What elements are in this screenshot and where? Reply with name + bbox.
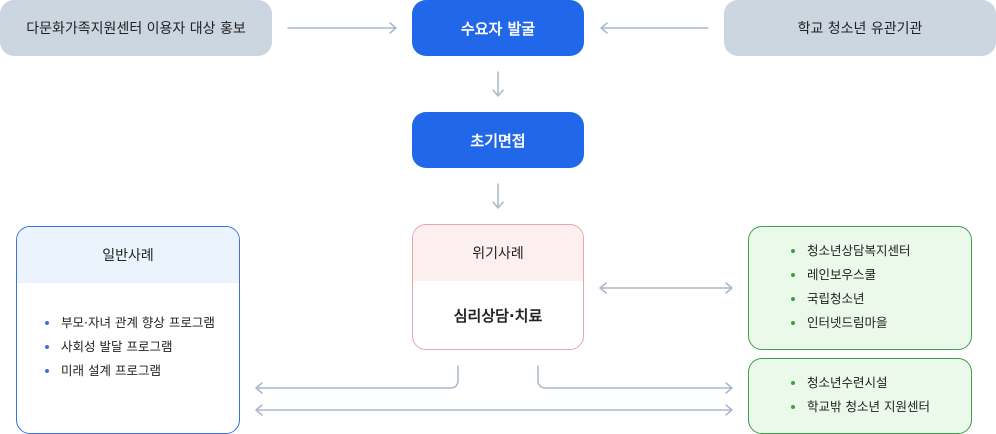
partners-top-card: 청소년상담복지센터 레인보우스쿨 국립청소년 인터넷드림마을: [748, 226, 972, 350]
promo-node: 다문화가족지원센터 이용자 대상 홍보: [0, 0, 272, 56]
general-case-title: 일반사례: [17, 227, 239, 283]
list-item: 인터넷드림마을: [789, 311, 971, 335]
crisis-case-title: 위기사례: [413, 225, 583, 281]
general-case-card: 일반사례 부모·자녀 관계 향상 프로그램 사회성 발달 프로그램 미래 설계 …: [16, 226, 240, 434]
crisis-case-body: 심리상담·치료: [453, 306, 543, 325]
arrow-schools-to-discovery: [600, 22, 709, 34]
arrow-crisis-partners: [599, 282, 733, 294]
list-item: 미래 설계 프로그램: [43, 359, 239, 383]
crisis-case-card: 위기사례 심리상담·치료: [412, 224, 584, 350]
list-item: 부모·자녀 관계 향상 프로그램: [43, 311, 239, 335]
list-item: 레인보우스쿨: [789, 263, 971, 287]
list-item: 사회성 발달 프로그램: [43, 335, 239, 359]
schools-node: 학교 청소년 유관기관: [724, 0, 996, 56]
list-item: 청소년수련시설: [789, 371, 971, 395]
arrow-general-partners: [255, 404, 733, 416]
discovery-node: 수요자 발굴: [412, 0, 584, 56]
arrow-interview-to-crisis: [492, 183, 504, 209]
partners-bottom-card: 청소년수련시설 학교밖 청소년 지원센터: [748, 358, 972, 434]
list-item: 학교밖 청소년 지원센터: [789, 395, 971, 419]
list-item: 청소년상담복지센터: [789, 239, 971, 263]
arrow-crisis-to-partners: [537, 365, 733, 394]
arrow-crisis-to-general: [255, 365, 459, 394]
interview-node: 초기면접: [412, 112, 584, 168]
general-case-list: 부모·자녀 관계 향상 프로그램 사회성 발달 프로그램 미래 설계 프로그램: [17, 283, 239, 383]
arrow-promo-to-discovery: [287, 22, 397, 34]
list-item: 국립청소년: [789, 287, 971, 311]
arrow-discovery-to-interview: [492, 71, 504, 97]
